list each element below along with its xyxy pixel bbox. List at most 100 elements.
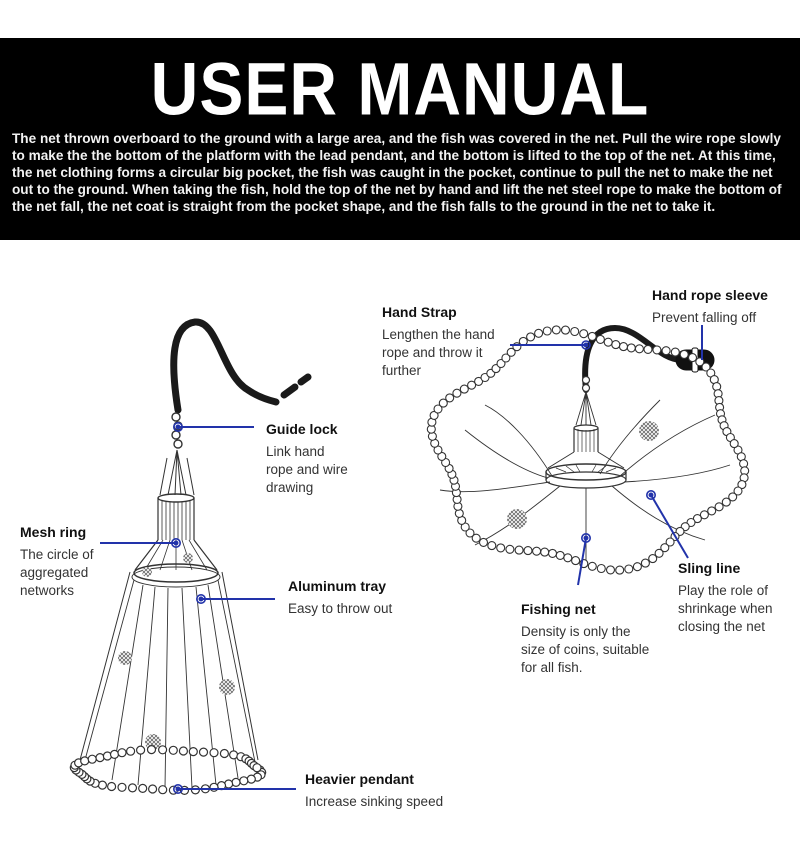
lead-bead (178, 746, 188, 756)
label-sling-line: Sling line Play the role of shrinkage wh… (678, 559, 773, 636)
sling-line-desc-line: shrinkage when (678, 601, 773, 616)
lead-bead (452, 388, 462, 398)
fishing-net-title: Fishing net (521, 601, 596, 617)
mesh-ring-title: Mesh ring (20, 524, 87, 540)
lead-bead (661, 346, 671, 356)
lead-bead (728, 492, 738, 502)
lead-bead (640, 558, 650, 568)
lead-bead (209, 782, 219, 792)
lead-bead (547, 548, 558, 558)
lead-bead (474, 376, 484, 386)
left-lead-chain (69, 745, 267, 796)
fishing-net-desc-line: for all fish. (521, 660, 583, 675)
lead-bead (487, 541, 497, 551)
callout-lines (100, 325, 703, 794)
heavier-pendant-title: Heavier pendant (305, 771, 414, 787)
lead-bead (540, 547, 550, 557)
lead-bead (692, 514, 702, 524)
lead-bead (605, 565, 616, 575)
lead-bead (80, 756, 90, 766)
label-mesh-ring: Mesh ring The circle of aggregated netwo… (20, 523, 94, 600)
lead-bead (687, 353, 698, 363)
sling-line-desc-line: closing the net (678, 619, 766, 634)
lead-bead (478, 537, 489, 547)
hand-strap-title: Hand Strap (382, 304, 457, 320)
lead-bead (626, 343, 636, 353)
lead-bead (148, 784, 158, 794)
lead-bead (239, 776, 249, 786)
lead-bead (721, 497, 731, 507)
lead-bead (570, 326, 580, 337)
lead-bead (603, 337, 613, 347)
guide-lock-desc-line: Link hand (266, 444, 325, 459)
lead-bead (438, 398, 448, 408)
sling-line-title: Sling line (678, 560, 741, 576)
lead-bead (109, 749, 120, 760)
aluminum-tray-desc-line: Easy to throw out (288, 601, 393, 616)
lead-bead (501, 353, 511, 363)
lead-bead (542, 326, 552, 336)
lead-bead (611, 340, 621, 350)
lead-bead (729, 439, 739, 449)
lead-bead (117, 782, 127, 792)
lead-bead (496, 543, 506, 553)
lead-bead (571, 556, 581, 566)
hand-strap-desc: Lengthen the hand rope and throw it furt… (382, 326, 495, 380)
lead-bead (596, 563, 606, 574)
lead-bead (595, 334, 605, 344)
guide-lock-desc-line: drawing (266, 480, 314, 495)
lead-bead (117, 748, 127, 758)
lead-bead (714, 502, 724, 512)
label-fishing-net: Fishing net Density is only the size of … (521, 600, 649, 677)
lead-bead (660, 543, 670, 553)
fishing-net-desc-line: size of coins, suitable (521, 642, 650, 657)
lead-bead (433, 404, 443, 414)
lead-bead (138, 783, 148, 794)
lead-bead (459, 384, 469, 394)
lead-bead (146, 745, 157, 755)
lead-bead (701, 362, 711, 372)
lead-bead (532, 546, 542, 556)
lead-bead (445, 393, 455, 403)
label-aluminum-tray: Aluminum tray Easy to throw out (288, 577, 392, 618)
lead-bead (643, 344, 653, 354)
heavier-pendant-desc-line: Increase sinking speed (305, 794, 444, 809)
aluminum-tray-desc: Easy to throw out (288, 600, 392, 618)
lead-bead (615, 565, 625, 575)
mesh-ring-desc-line: The circle of (20, 547, 94, 562)
lead-bead (707, 506, 717, 516)
lead-bead (229, 750, 239, 760)
label-guide-lock: Guide lock Link hand rope and wire drawi… (266, 420, 348, 497)
hand-rope-sleeve-desc-line: Prevent falling off (652, 310, 757, 325)
intro-paragraph: The net thrown overboard to the ground w… (12, 131, 782, 214)
page-title: USER MANUAL (150, 47, 650, 131)
lead-bead (471, 533, 481, 543)
sling-line-desc-line: Play the role of (678, 583, 769, 598)
mesh-ring-desc-line: networks (20, 583, 75, 598)
hand-strap-desc-line: rope and throw it (382, 345, 483, 360)
lead-bead (534, 328, 544, 338)
lead-bead (551, 325, 561, 335)
lead-bead (737, 480, 747, 490)
lead-bead (97, 780, 108, 790)
heavier-pendant-desc: Increase sinking speed (305, 793, 443, 811)
lead-bead (526, 332, 536, 342)
mesh-ring-desc: The circle of aggregated networks (20, 546, 94, 600)
header-banner: USER MANUAL The net thrown overboard to … (0, 38, 800, 240)
lead-bead (231, 777, 241, 788)
lead-bead (733, 486, 743, 496)
lead-bead (188, 747, 198, 757)
aluminum-tray-title: Aluminum tray (288, 578, 387, 594)
label-heavier-pendant: Heavier pendant Increase sinking speed (305, 770, 443, 811)
lead-bead (587, 561, 597, 571)
mesh-ring-desc-line: aggregated (20, 565, 89, 580)
left-net-drawing (79, 318, 312, 789)
lead-bead (158, 785, 168, 795)
lead-bead (87, 754, 97, 764)
hand-rope-sleeve-desc: Prevent falling off (652, 309, 768, 327)
hand-strap-desc-line: Lengthen the hand (382, 327, 495, 342)
lead-bead (654, 548, 664, 558)
lead-bead (252, 763, 262, 773)
lead-bead (632, 562, 642, 572)
net-diagram: Hand Strap Lengthen the hand rope and th… (0, 240, 800, 850)
